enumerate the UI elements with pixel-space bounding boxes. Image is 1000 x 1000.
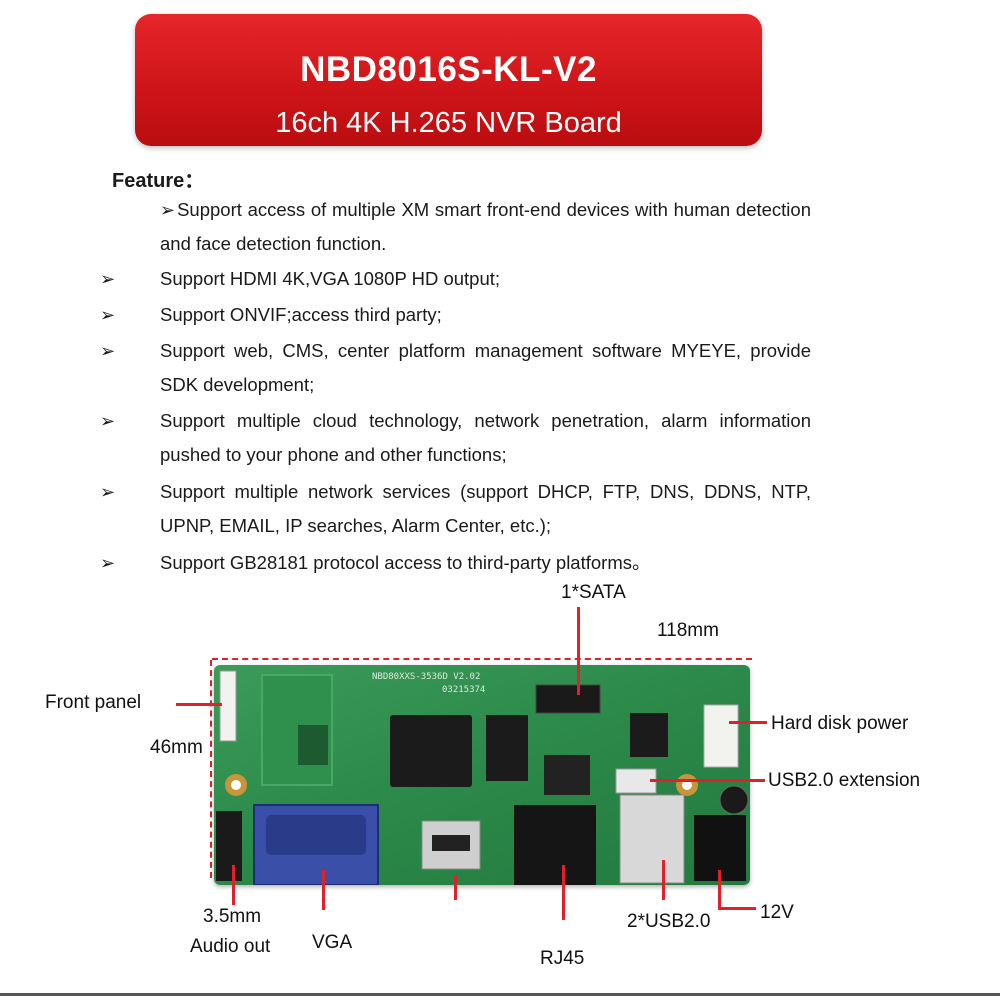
power-callout-line-h <box>718 907 756 910</box>
bullet-arrow-icon: ➢ <box>160 200 176 220</box>
label-audio-line1: 3.5mm <box>203 906 262 927</box>
rj45-callout-line <box>562 865 565 920</box>
feature-item-2: Support HDMI 4K,VGA 1080P HD output; <box>160 268 501 289</box>
label-power: 12V <box>760 902 794 923</box>
pcb-board: NBD80XXS-3536D V2.02 03215374 <box>214 665 750 886</box>
bullet-arrow-icon: ➢ <box>100 305 116 325</box>
height-dimension-line <box>210 660 212 878</box>
feature-item-5: Support multiple cloud technology, netwo… <box>160 410 811 465</box>
label-audio-line2: Audio out <box>190 936 271 957</box>
feature-heading: Feature： <box>112 170 205 192</box>
bullet-arrow-icon: ➢ <box>100 553 116 573</box>
feature-item-3: Support ONVIF;access third party; <box>160 304 442 325</box>
label-height: 46mm <box>150 737 203 758</box>
usb-callout-line <box>662 860 665 900</box>
feature-text: Support access of multiple XM smart fron… <box>160 199 811 254</box>
label-sata: 1*SATA <box>561 582 626 603</box>
pcb-artwork: NBD80XXS-3536D V2.02 03215374 <box>216 670 749 886</box>
sata-callout-line <box>577 607 580 695</box>
label-front-panel: Front panel <box>45 692 142 713</box>
feature-item-1: ➢Support access of multiple XM smart fro… <box>160 193 811 261</box>
label-hdd-power: Hard disk power <box>771 713 909 734</box>
label-vga: VGA <box>312 932 353 953</box>
label-rj45: RJ45 <box>540 948 585 969</box>
product-title: NBD8016S-KL-V2 <box>300 50 597 89</box>
label-usb-ext: USB2.0 extension <box>768 770 921 791</box>
vga-callout-line <box>322 870 325 910</box>
product-subtitle: 16ch 4K H.265 NVR Board <box>275 107 622 139</box>
feature-item-4: Support web, CMS, center platform manage… <box>160 340 811 395</box>
usb-ext-callout-line <box>650 779 765 782</box>
bullet-arrow-icon: ➢ <box>100 269 116 289</box>
board-diagram: NBD80XXS-3536D V2.02 03215374 1*SATA 118… <box>0 580 1000 1000</box>
page-bottom-rule <box>0 993 1000 996</box>
bullet-arrow-icon: ➢ <box>100 411 116 431</box>
feature-item-6: Support multiple network services (suppo… <box>160 481 811 536</box>
front-panel-callout-line <box>176 703 222 706</box>
silkscreen-model: NBD80XXS-3536D V2.02 <box>372 672 480 682</box>
title-banner: NBD8016S-KL-V2 16ch 4K H.265 NVR Board <box>135 14 762 146</box>
bullet-arrow-icon: ➢ <box>100 341 116 361</box>
power-callout-line-v <box>718 870 721 908</box>
hdd-power-callout-line <box>729 721 767 724</box>
bullet-arrow-icon: ➢ <box>100 482 116 502</box>
audio-callout-line <box>232 865 235 905</box>
label-width: 118mm <box>657 620 719 641</box>
silkscreen-serial: 03215374 <box>442 685 485 695</box>
hdmi-callout-line <box>454 875 457 900</box>
width-dimension-line <box>212 658 752 660</box>
label-usb: 2*USB2.0 <box>627 911 711 932</box>
feature-item-7: Support GB28181 protocol access to third… <box>160 552 651 573</box>
